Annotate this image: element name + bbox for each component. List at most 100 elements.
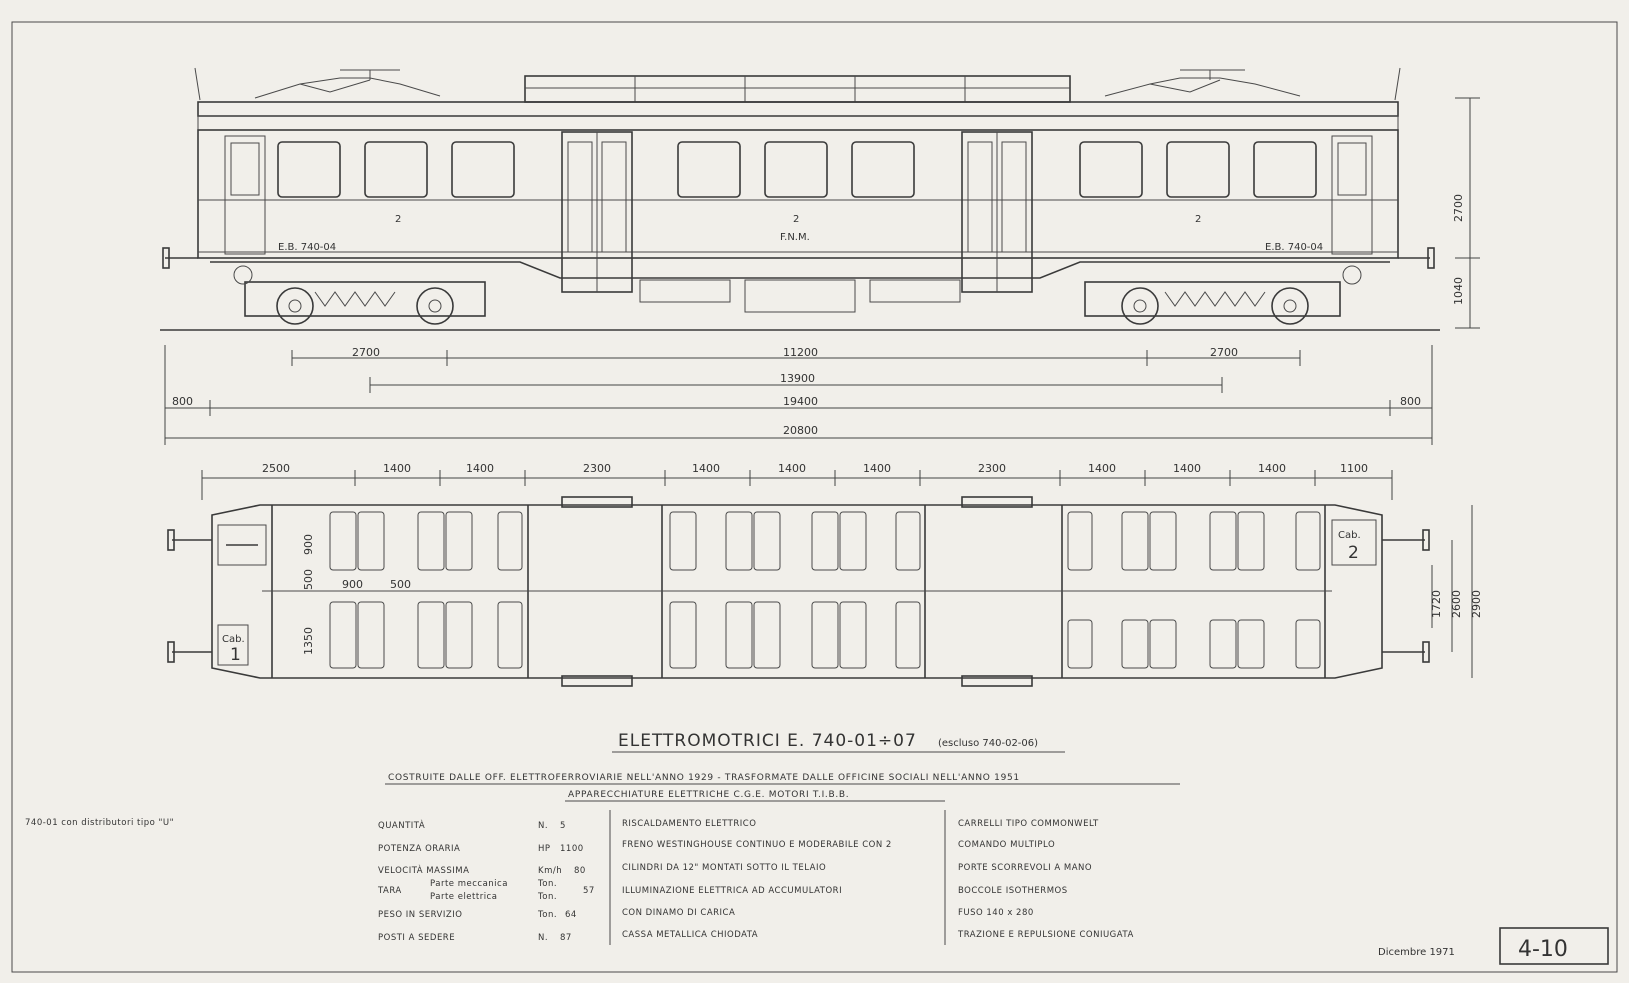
- width-dim-2900: 2900: [1470, 590, 1483, 618]
- bogie-right: [1084, 265, 1362, 325]
- svg-text:QUANTITÀ: QUANTITÀ: [378, 819, 425, 831]
- dim-overhang-right: 800: [1400, 395, 1421, 408]
- svg-text:FRENO WESTINGHOUSE CONTINUO E: FRENO WESTINGHOUSE CONTINUO E MODERABILE…: [622, 840, 892, 850]
- plan-dim-4: 2300: [583, 462, 611, 475]
- svg-text:CASSA METALLICA CHIODATA: CASSA METALLICA CHIODATA: [622, 930, 758, 940]
- inner-dim-500-b: 500: [390, 578, 411, 591]
- spec-column-1: QUANTITÀ N. 5 POTENZA ORARIA HP 1100 VEL…: [377, 819, 595, 943]
- car-number-right: E.B. 740-04: [1265, 242, 1323, 253]
- dim-total-length: 20800: [783, 424, 818, 437]
- inner-dim-900-b: 900: [342, 578, 363, 591]
- drawing-date: Dicembre 1971: [1378, 947, 1455, 958]
- svg-text:TRAZIONE E REPULSIONE CONIUGAT: TRAZIONE E REPULSIONE CONIUGATA: [957, 930, 1134, 940]
- title-block: ELETTROMOTRICI E. 740-01÷07 (escluso 740…: [25, 731, 1609, 965]
- svg-text:N.: N.: [538, 933, 548, 943]
- svg-text:5: 5: [560, 821, 566, 831]
- drawing-title: ELETTROMOTRICI E. 740-01÷07: [618, 731, 917, 751]
- dim-height-floor: 1040: [1452, 277, 1465, 305]
- svg-text:Parte meccanica: Parte meccanica: [430, 879, 508, 889]
- plan-dim-5: 1400: [692, 462, 720, 475]
- sheet-border: [11, 21, 1618, 973]
- width-dim-2600: 2600: [1450, 590, 1463, 618]
- spec-column-2: RISCALDAMENTO ELETTRICO FRENO WESTINGHOU…: [622, 819, 892, 940]
- dim-height-body: 2700: [1452, 194, 1465, 222]
- plan-dim-2: 1400: [383, 462, 411, 475]
- svg-text:80: 80: [574, 866, 586, 876]
- plan-outline: [211, 504, 1383, 679]
- svg-text:POSTI A SEDERE: POSTI A SEDERE: [378, 933, 455, 943]
- dim-overhang-left: 800: [172, 395, 193, 408]
- sheet-number: 4-10: [1518, 937, 1568, 962]
- svg-text:1100: 1100: [560, 844, 584, 854]
- width-dim-1720: 1720: [1430, 590, 1443, 618]
- svg-text:Parte elettrica: Parte elettrica: [430, 892, 497, 902]
- svg-text:PORTE SCORREVOLI A MANO: PORTE SCORREVOLI A MANO: [958, 863, 1092, 873]
- dim-bogie-left: 2700: [352, 346, 380, 359]
- plan-dim-8: 2300: [978, 462, 1006, 475]
- svg-text:Km/h: Km/h: [538, 866, 562, 876]
- svg-text:COMANDO MULTIPLO: COMANDO MULTIPLO: [958, 840, 1055, 850]
- drawing-title-note: (escluso 740-02-06): [938, 738, 1038, 749]
- plan-dim-6: 1400: [778, 462, 806, 475]
- svg-text:Ton.: Ton.: [537, 892, 557, 902]
- svg-text:TARA: TARA: [377, 886, 402, 896]
- svg-text:N.: N.: [538, 821, 548, 831]
- inner-dim-1350: 1350: [302, 627, 315, 655]
- bogie-left: [233, 265, 486, 325]
- pantograph-right: [1104, 67, 1401, 101]
- spec-column-3: CARRELLI TIPO COMMONWELT COMANDO MULTIPL…: [957, 819, 1134, 940]
- class-mark-3: 2: [1195, 214, 1201, 225]
- pantograph-left: [194, 67, 441, 101]
- side-doors: [561, 131, 1033, 293]
- plan-couplers: [167, 529, 1430, 663]
- plan-dim-1: 2500: [262, 462, 290, 475]
- inner-dim-500-a: 500: [302, 569, 315, 590]
- car-body: [197, 129, 1399, 259]
- svg-text:Ton.: Ton.: [537, 879, 557, 889]
- svg-text:PESO IN SERVIZIO: PESO IN SERVIZIO: [378, 910, 462, 920]
- dim-bogie-right: 2700: [1210, 346, 1238, 359]
- svg-text:Ton.: Ton.: [537, 910, 557, 920]
- svg-text:64: 64: [565, 910, 577, 920]
- owner-mark: F.N.M.: [780, 232, 810, 243]
- left-note: 740-01 con distributori tipo "U": [25, 818, 174, 828]
- cab1-number: 1: [230, 645, 242, 665]
- svg-text:HP: HP: [538, 844, 551, 854]
- roof-lantern: [524, 75, 1071, 103]
- class-mark-1: 2: [395, 214, 401, 225]
- dim-bogie-centers: 11200: [783, 346, 818, 359]
- svg-text:FUSO 140 x 280: FUSO 140 x 280: [958, 908, 1034, 918]
- buffers: [162, 247, 1435, 269]
- dim-13900: 13900: [780, 372, 815, 385]
- svg-text:CILINDRI DA 12" MONTATI SOTTO: CILINDRI DA 12" MONTATI SOTTO IL TELAIO: [622, 863, 826, 873]
- sheet-number-box: [1499, 927, 1609, 965]
- svg-text:87: 87: [560, 933, 572, 943]
- svg-text:RISCALDAMENTO ELETTRICO: RISCALDAMENTO ELETTRICO: [622, 819, 756, 829]
- cab2-number: 2: [1348, 543, 1360, 563]
- side-windows: [277, 141, 1317, 198]
- plan-dim-7: 1400: [863, 462, 891, 475]
- cab1-label: Cab.: [222, 634, 245, 645]
- subtitle-equipment: APPARECCHIATURE ELETTRICHE C.G.E. MOTORI…: [568, 790, 849, 800]
- svg-text:POTENZA ORARIA: POTENZA ORARIA: [378, 844, 460, 854]
- cab2-label: Cab.: [1338, 530, 1361, 541]
- seats: [329, 511, 1321, 669]
- svg-text:ILLUMINAZIONE ELETTRICA AD ACC: ILLUMINAZIONE ELETTRICA AD ACCUMULATORI: [622, 886, 842, 896]
- plan-dim-3: 1400: [466, 462, 494, 475]
- inner-dim-900-a: 900: [302, 534, 315, 555]
- svg-text:57: 57: [583, 886, 595, 896]
- dim-19400: 19400: [783, 395, 818, 408]
- plan-view: 2500 1400 1400 2300 1400 1400 1400 2300 …: [167, 462, 1483, 687]
- plan-dim-12: 1100: [1340, 462, 1368, 475]
- side-view: E.B. 740-04 E.B. 740-04 2 2 2 F.N.M. 270…: [160, 67, 1480, 445]
- svg-text:CARRELLI TIPO COMMONWELT: CARRELLI TIPO COMMONWELT: [958, 819, 1099, 829]
- svg-text:CON DINAMO DI CARICA: CON DINAMO DI CARICA: [622, 908, 735, 918]
- subtitle-construction: COSTRUITE DALLE OFF. ELETTROFERROVIARIE …: [388, 773, 1020, 783]
- class-mark-2: 2: [793, 214, 799, 225]
- svg-text:BOCCOLE ISOTHERMOS: BOCCOLE ISOTHERMOS: [958, 886, 1068, 896]
- plan-dim-10: 1400: [1173, 462, 1201, 475]
- plan-dim-9: 1400: [1088, 462, 1116, 475]
- plan-dim-11: 1400: [1258, 462, 1286, 475]
